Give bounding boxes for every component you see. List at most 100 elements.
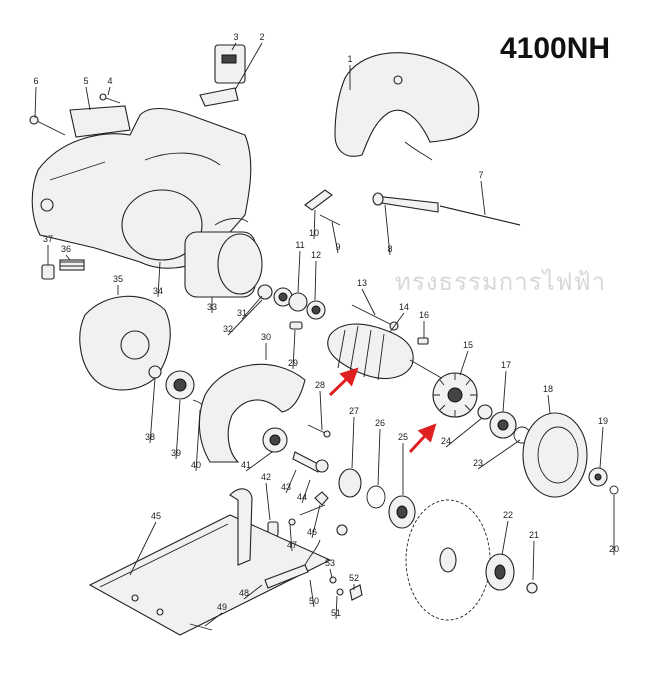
leader-lines (34, 42, 615, 627)
part-number-26: 26 (375, 418, 385, 428)
part-number-16: 16 (419, 310, 429, 320)
leader-line-47 (289, 524, 293, 552)
part-number-6: 6 (33, 76, 38, 86)
part-number-24: 24 (441, 436, 451, 446)
leader-line-39 (175, 399, 181, 460)
leader-line-31 (241, 295, 263, 320)
cord-guard (372, 192, 521, 226)
leader-line-8 (384, 204, 391, 256)
part-number-17: 17 (501, 360, 511, 370)
part-number-4: 4 (107, 76, 112, 86)
armature (327, 323, 446, 381)
handle-cover (334, 52, 480, 161)
leader-line-14 (389, 312, 405, 333)
leader-line-21 (532, 540, 535, 581)
lever-shaft (267, 451, 329, 537)
part-number-41: 41 (241, 460, 251, 470)
arrows (328, 367, 437, 454)
part-number-32: 32 (223, 324, 233, 334)
part-number-19: 19 (598, 416, 608, 426)
part-number-38: 38 (145, 432, 155, 442)
base-plate (88, 488, 332, 636)
part-number-8: 8 (387, 244, 392, 254)
leader-line-28 (319, 390, 323, 431)
leader-line-53 (329, 568, 333, 579)
part-number-13: 13 (357, 278, 367, 288)
leader-line-11 (297, 250, 301, 293)
leader-line-10 (313, 209, 316, 240)
part-number-11: 11 (295, 240, 304, 250)
outer-flange-bolt (485, 553, 538, 594)
part-number-5: 5 (83, 76, 88, 86)
flanges (338, 468, 416, 529)
leader-line-26 (377, 428, 381, 486)
part-number-27: 27 (349, 406, 359, 416)
part-number-18: 18 (543, 384, 553, 394)
bolt-28 (307, 424, 331, 438)
part-number-49: 49 (217, 602, 227, 612)
leader-line-50 (309, 579, 315, 608)
leader-line-4 (107, 86, 111, 96)
model-number: 4100NH (500, 32, 611, 65)
red-arrow-fan (408, 423, 437, 454)
leader-line-46 (311, 504, 321, 539)
watermark-text: ทรงธรรมการไฟฟ้า (395, 268, 607, 296)
field-stator (184, 218, 263, 298)
part-number-45: 45 (151, 511, 161, 521)
key-16 (417, 337, 429, 345)
name-plate (69, 105, 131, 138)
leader-line-19 (599, 426, 604, 469)
leader-line-15 (459, 350, 469, 376)
fan (432, 372, 478, 418)
part-number-48: 48 (239, 588, 249, 598)
leader-line-34 (157, 261, 161, 298)
motor-housing (31, 108, 252, 269)
part-number-14: 14 (399, 302, 409, 312)
spindle-gear (588, 467, 619, 495)
saw-blade (405, 499, 491, 621)
part-number-7: 7 (478, 170, 483, 180)
leader-line-32 (227, 299, 263, 336)
part-number-36: 36 (61, 244, 71, 254)
leader-line-23 (477, 439, 521, 470)
part-number-2: 2 (259, 32, 264, 42)
small-gear-set (148, 365, 206, 411)
part-number-28: 28 (315, 380, 325, 390)
switch (199, 44, 246, 107)
leader-line-6 (34, 86, 37, 119)
leader-line-42 (265, 482, 271, 521)
leader-line-24 (445, 417, 483, 448)
part-number-22: 22 (503, 510, 513, 520)
key-29 (289, 321, 303, 330)
leader-line-43 (285, 469, 297, 494)
gear-housing (522, 412, 588, 498)
carbon-brush (41, 259, 85, 280)
part-number-50: 50 (309, 596, 319, 606)
part-number-47: 47 (287, 540, 297, 550)
screws-top-left (29, 93, 121, 136)
part-number-37: 37 (43, 234, 53, 244)
red-arrow-armature (328, 367, 359, 397)
part-number-25: 25 (398, 432, 408, 442)
leader-line-48 (243, 584, 263, 600)
depth-lever (189, 491, 363, 631)
leader-line-5 (85, 86, 91, 111)
leader-line-51 (335, 595, 338, 620)
leader-line-17 (502, 370, 507, 413)
leader-line-45 (129, 521, 157, 576)
bearing-17 (477, 404, 531, 444)
part-number-42: 42 (261, 472, 271, 482)
leader-line-36 (65, 254, 71, 261)
part-number-35: 35 (113, 274, 123, 284)
leader-line-9 (331, 221, 339, 254)
part-number-46: 46 (307, 527, 317, 537)
blade-guard (198, 363, 306, 463)
leader-line-40 (195, 409, 201, 472)
cord-clamp (304, 189, 341, 226)
part-number-43: 43 (281, 482, 291, 492)
leader-line-7 (480, 180, 486, 216)
part-number-3: 3 (233, 32, 238, 42)
leader-line-44 (301, 479, 311, 504)
